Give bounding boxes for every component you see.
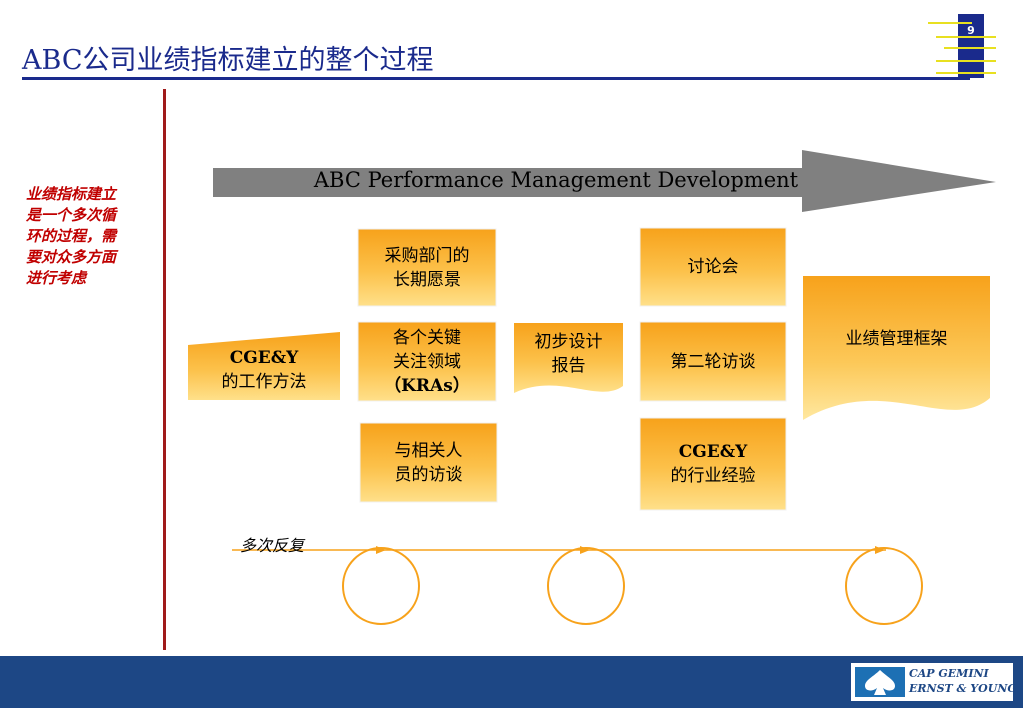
box-line: CGE&Y	[229, 348, 299, 368]
side-note-line: 进行考虑	[26, 269, 87, 287]
box-kras	[357, 321, 497, 402]
repeat-label: 多次反复	[240, 536, 305, 555]
vertical-divider	[163, 89, 166, 650]
box-line: 员的访谈	[394, 464, 463, 485]
box-line: CGE&Y	[678, 442, 748, 462]
box-interviews	[359, 422, 498, 503]
box-method	[188, 332, 340, 400]
box-line: 采购部门的	[384, 245, 470, 266]
page-number: 9	[967, 24, 975, 37]
box-line: 讨论会	[687, 257, 739, 277]
box-report	[514, 323, 623, 393]
page-number-badge	[958, 14, 984, 78]
box-interviews-text: 与相关人 员的访谈	[360, 423, 497, 502]
logo-line: ERNST & YOUNG	[909, 682, 1017, 695]
logo-mark	[855, 667, 905, 697]
box-framework	[803, 276, 990, 420]
title-rule	[22, 77, 970, 80]
cycle-circle	[547, 547, 625, 625]
box-report-text: 初步设计 报告	[514, 326, 623, 382]
logo-line: CAP GEMINI	[909, 667, 989, 680]
box-second-round-text: 第二轮访谈	[640, 322, 786, 401]
box-line: 报告	[551, 356, 586, 376]
box-kras-text: 各个关键 关注领域 （KRAs）	[358, 322, 496, 401]
spade-icon	[865, 670, 895, 695]
page-title: ABC公司业绩指标建立的整个过程	[22, 45, 434, 76]
decor-line	[928, 22, 972, 24]
box-line: （KRAs）	[384, 375, 470, 396]
box-industry-text: CGE&Y 的行业经验	[640, 418, 786, 510]
decor-line	[944, 47, 996, 49]
box-vision	[357, 228, 497, 307]
decor-line	[936, 60, 996, 62]
box-line: 第二轮访谈	[670, 351, 756, 372]
development-arrow	[213, 150, 996, 212]
box-line: 与相关人	[394, 440, 463, 461]
spade-shape	[865, 670, 895, 695]
box-line: 业绩管理框架	[845, 329, 948, 349]
box-seminar	[639, 227, 787, 307]
decor-line	[936, 36, 996, 38]
side-note-line: 是一个多次循	[26, 206, 117, 224]
box-line: 长期愿景	[393, 269, 461, 290]
box-framework-text: 业绩管理框架	[803, 324, 990, 354]
box-second-round	[639, 321, 787, 402]
decor-line	[936, 72, 996, 74]
box-method-text: CGE&Y 的工作方法	[188, 340, 340, 400]
box-vision-text: 采购部门的 长期愿景	[358, 229, 496, 306]
box-line: 初步设计	[534, 332, 603, 352]
box-line: 的行业经验	[670, 466, 756, 486]
box-line: 的工作方法	[221, 372, 307, 392]
box-industry	[639, 417, 787, 511]
box-line: 各个关键	[393, 327, 461, 348]
logo-text: CAP GEMINI ERNST & YOUNG	[909, 666, 1017, 696]
side-note-line: 环的过程，需	[26, 227, 117, 245]
cycle-circle	[845, 547, 923, 625]
side-note-line: 业绩指标建立	[26, 185, 117, 203]
box-line: 关注领域	[393, 351, 461, 372]
cycle-circle	[342, 547, 420, 625]
side-note-line: 要对众多方面	[26, 248, 117, 266]
box-seminar-text: 讨论会	[640, 228, 786, 306]
side-note: 业绩指标建立 是一个多次循 环的过程，需 要对众多方面 进行考虑	[26, 184, 146, 289]
arrow-label: ABC Performance Management Development	[313, 168, 799, 192]
